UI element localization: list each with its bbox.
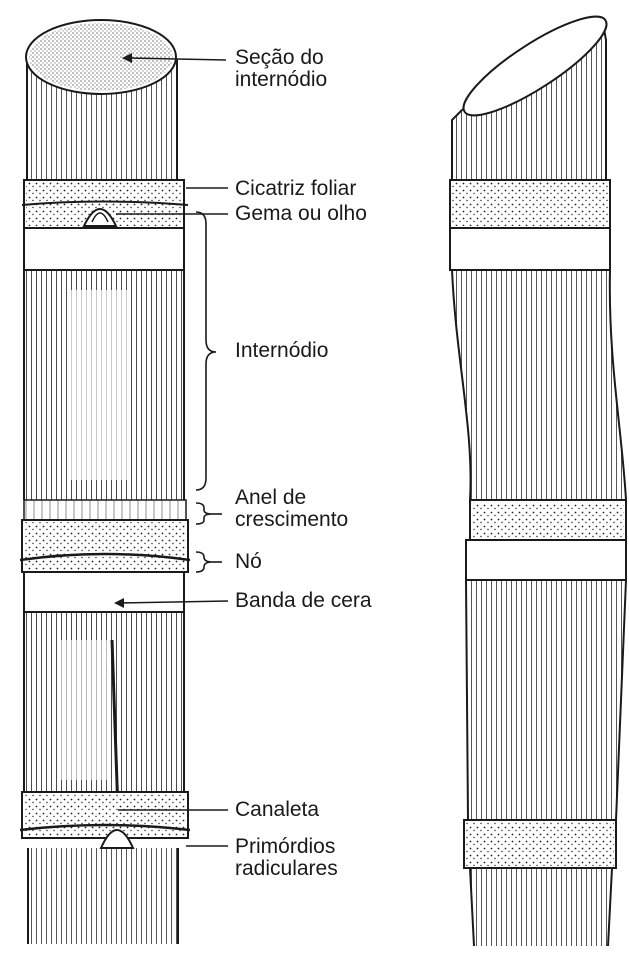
label-root-primordia-line1: Primórdios	[235, 836, 338, 858]
label-node: Nó	[235, 551, 262, 573]
label-growth-ring-line1: Anel de	[235, 487, 348, 509]
label-growth-ring-line2: crescimento	[235, 509, 348, 531]
label-groove: Canaleta	[235, 799, 319, 821]
right-stem	[450, 2, 626, 946]
label-growth-ring: Anel de crescimento	[235, 487, 348, 531]
label-internode-section-line1: Seção do	[235, 47, 327, 69]
label-wax-band: Banda de cera	[235, 590, 372, 612]
label-internode-section: Seção do internódio	[235, 47, 327, 91]
label-bud: Gema ou olho	[235, 203, 367, 225]
label-root-primordia: Primórdios radiculares	[235, 836, 338, 880]
label-leaf-scar: Cicatriz foliar	[235, 178, 356, 200]
label-root-primordia-line2: radiculares	[235, 858, 338, 880]
label-internode-section-line2: internódio	[235, 69, 327, 91]
left-stem	[20, 20, 190, 944]
label-internode: Internódio	[235, 340, 328, 362]
